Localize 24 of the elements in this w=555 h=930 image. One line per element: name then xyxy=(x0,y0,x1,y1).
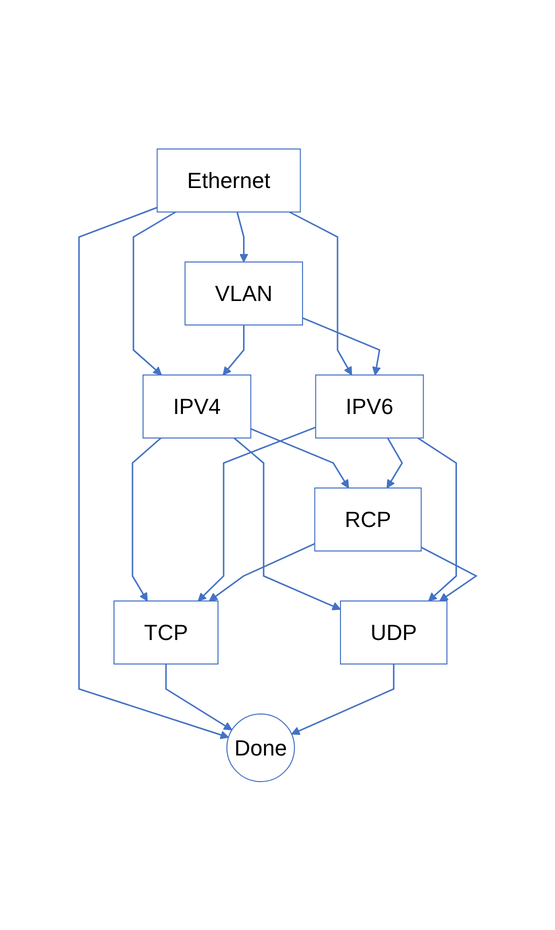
node-box: UDP xyxy=(340,600,448,664)
node-circle: Done xyxy=(226,713,295,782)
arrow xyxy=(208,542,315,602)
arrow xyxy=(420,546,478,602)
node-box: VLAN xyxy=(184,261,303,326)
arrow xyxy=(198,426,316,602)
arrow xyxy=(132,437,162,602)
arrow xyxy=(78,206,229,739)
arrow xyxy=(302,316,381,376)
arrow xyxy=(288,211,352,376)
arrow xyxy=(417,437,457,602)
arrow xyxy=(132,211,176,376)
node-box: Ethernet xyxy=(156,148,301,212)
arrow xyxy=(291,664,394,735)
arrow xyxy=(222,324,244,376)
node-box: IPV4 xyxy=(142,374,252,438)
arrow xyxy=(165,664,232,730)
node-box: RCP xyxy=(314,487,422,552)
arrow xyxy=(236,212,248,262)
arrow xyxy=(250,428,349,488)
arrow xyxy=(234,437,341,610)
arrow xyxy=(386,437,403,488)
node-box: IPV6 xyxy=(315,374,424,438)
node-box: TCP xyxy=(113,600,218,664)
